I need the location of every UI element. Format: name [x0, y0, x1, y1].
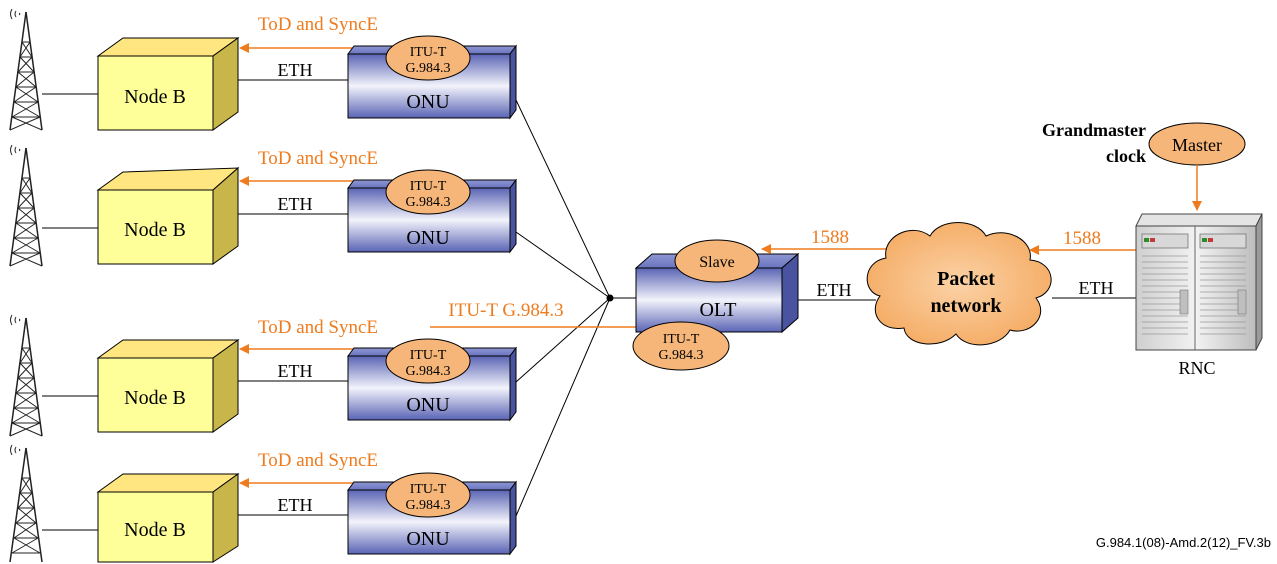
itu-badge-line1: ITU-T: [410, 482, 447, 497]
node-b-box: Node B: [96, 166, 240, 265]
slave-label: Slave: [699, 254, 735, 271]
itu-badge-line1: ITU-T: [410, 348, 447, 363]
access-row-3: Node B ETH ToD and SyncE ONU ITU-T G.984…: [9, 314, 517, 437]
eth-label-rnc: ETH: [1079, 278, 1114, 298]
node-b-label: Node B: [124, 86, 186, 108]
antenna-tower-icon: [9, 8, 43, 131]
eth-label-olt: ETH: [817, 280, 852, 300]
rnc-label: RNC: [1178, 358, 1215, 378]
itu-badge-line1: ITU-T: [410, 179, 447, 194]
antenna-tower-icon: [9, 444, 43, 563]
olt-label: OLT: [699, 299, 736, 321]
tod-synce-label: ToD and SyncE: [258, 14, 378, 35]
node-b-box: Node B: [96, 339, 240, 433]
fiber-splitter: [515, 99, 636, 517]
tod-synce-label: ToD and SyncE: [258, 317, 378, 338]
cloud-line2: network: [930, 295, 1002, 317]
onu-label: ONU: [406, 91, 450, 113]
itu-badge-line2: G.984.3: [405, 364, 450, 379]
master-badge: Master: [1148, 122, 1246, 166]
onu-label: ONU: [406, 394, 450, 416]
itu-badge-line2: G.984.3: [405, 61, 450, 76]
eth-label: ETH: [278, 361, 313, 381]
itu-badge-line1: ITU-T: [410, 45, 447, 60]
eth-label: ETH: [278, 194, 313, 214]
master-label: Master: [1172, 135, 1222, 155]
access-row-4: Node B ETH ToD and SyncE ONU ITU-T G.984…: [9, 444, 517, 563]
eth-label: ETH: [278, 60, 313, 80]
grandmaster-line2: clock: [1106, 146, 1146, 166]
node-b-box: Node B: [96, 37, 240, 131]
access-row-2: Node B ETH ToD and SyncE ONU ITU-T G.984…: [9, 144, 517, 267]
access-row-1: Node B ETH ToD and SyncE ONU ITU-T G.984…: [9, 8, 517, 131]
server-rack-icon: [1135, 213, 1263, 351]
node-b-label: Node B: [124, 219, 186, 241]
itu-badge: ITU-T G.984.3: [385, 35, 471, 81]
antenna-tower-icon: [9, 144, 43, 267]
tod-synce-label: ToD and SyncE: [258, 450, 378, 471]
olt-itu-badge: ITU-T G.984.3: [632, 321, 730, 371]
antenna-tower-icon: [9, 314, 43, 437]
grandmaster-line1: Grandmaster: [1042, 120, 1146, 140]
cloud-icon: Packet network: [866, 222, 1052, 346]
itu-badge: ITU-T G.984.3: [385, 338, 471, 384]
itu-badge-line2: G.984.3: [405, 498, 450, 513]
itu-badge-line2: G.984.3: [405, 195, 450, 210]
onu-label: ONU: [406, 528, 450, 550]
tod-synce-label: ToD and SyncE: [258, 148, 378, 169]
itu-badge: ITU-T G.984.3: [385, 472, 471, 518]
ptp-1588-label-rnc: 1588: [1063, 228, 1101, 249]
node-b-label: Node B: [124, 387, 186, 409]
node-b-box: Node B: [96, 473, 240, 563]
cloud-line1: Packet: [937, 268, 995, 290]
eth-label: ETH: [278, 495, 313, 515]
slave-badge: Slave: [674, 239, 760, 283]
node-b-label: Node B: [124, 519, 186, 541]
itu-badge: ITU-T G.984.3: [385, 169, 471, 215]
figure-id: G.984.1(08)-Amd.2(12)_FV.3b: [1096, 535, 1271, 550]
onu-label: ONU: [406, 227, 450, 249]
olt-itu-line2: G.984.3: [658, 348, 703, 363]
olt-itu-line1: ITU-T: [663, 332, 700, 347]
ptp-1588-label-olt: 1588: [811, 227, 849, 248]
itu-g9843-label: ITU-T G.984.3: [448, 300, 563, 321]
